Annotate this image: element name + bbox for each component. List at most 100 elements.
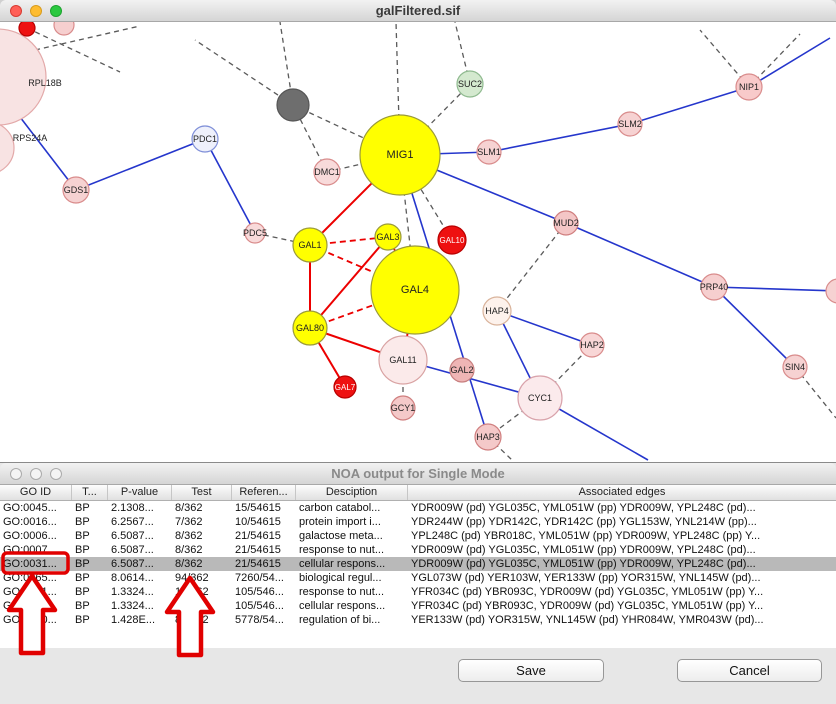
node-GAL7[interactable]: GAL7: [333, 375, 357, 399]
network-edge-pd[interactable]: [194, 39, 294, 106]
close-icon[interactable]: [10, 5, 22, 17]
cell: biological regul...: [299, 572, 382, 584]
node-unlabeled[interactable]: [276, 88, 310, 122]
column-header-p-value[interactable]: P-value: [108, 485, 172, 500]
node-GDS1[interactable]: GDS1: [62, 176, 90, 204]
cell: BP: [75, 516, 90, 528]
column-header-associated-edges[interactable]: Associated edges: [578, 486, 666, 498]
network-edge-pd[interactable]: [496, 222, 567, 312]
node-HAP4[interactable]: HAP4: [482, 296, 512, 326]
svg-text:GAL10: GAL10: [440, 236, 465, 245]
network-edge-pd[interactable]: [399, 83, 471, 156]
cell: 8.0614...: [111, 572, 154, 584]
node-MUD2[interactable]: MUD2: [553, 210, 579, 236]
node-GAL4[interactable]: GAL4: [370, 245, 460, 335]
node-unlabeled[interactable]: [53, 14, 75, 36]
column-header-test[interactable]: Test: [172, 485, 232, 500]
column-header-referen-[interactable]: Referen...: [232, 485, 296, 500]
network-edge-pp[interactable]: [713, 286, 836, 292]
node-SUC2[interactable]: SUC2: [456, 70, 484, 98]
node-PDC5[interactable]: PDC5: [243, 222, 267, 244]
svg-text:SUC2: SUC2: [458, 79, 482, 89]
node-unlabeled[interactable]: [0, 28, 47, 126]
network-window-titlebar[interactable]: galFiltered.sif: [0, 0, 836, 22]
cell: 21/54615: [235, 558, 281, 570]
cell: 6.5087...: [111, 558, 154, 570]
cell: 94/362: [175, 572, 209, 584]
node-unlabeled[interactable]: [18, 19, 36, 37]
svg-text:CYC1: CYC1: [528, 393, 552, 403]
cell: 8/362: [175, 530, 203, 542]
cell: GO:0065...: [3, 572, 57, 584]
node-SLM1[interactable]: SLM1: [476, 139, 502, 165]
cell: GO:0050...: [3, 614, 57, 626]
network-edge-pp[interactable]: [748, 37, 831, 88]
network-edge-pp[interactable]: [565, 222, 715, 288]
zoom-icon[interactable]: [50, 5, 62, 17]
node-GAL80[interactable]: GAL80: [292, 310, 328, 346]
node-HAP2[interactable]: HAP2: [579, 332, 605, 358]
svg-text:NIP1: NIP1: [739, 82, 759, 92]
node-GAL1[interactable]: GAL1: [292, 227, 328, 263]
svg-text:PDC5: PDC5: [243, 228, 267, 238]
network-edge-pp[interactable]: [75, 138, 206, 191]
network-edge-pp[interactable]: [713, 286, 796, 368]
network-edge-pp[interactable]: [488, 123, 631, 153]
network-edge-pp[interactable]: [204, 138, 256, 234]
save-button[interactable]: Save: [458, 659, 604, 682]
cell: 105/546...: [235, 600, 284, 612]
node-GAL2[interactable]: GAL2: [449, 357, 475, 383]
node-NIP1[interactable]: NIP1: [735, 73, 763, 101]
svg-text:GAL7: GAL7: [335, 383, 356, 392]
network-edge-pp[interactable]: [19, 116, 77, 191]
cancel-button[interactable]: Cancel: [677, 659, 822, 682]
node-GAL10[interactable]: GAL10: [437, 225, 467, 255]
network-edge-red[interactable]: [309, 236, 389, 329]
node-HAP3[interactable]: HAP3: [474, 423, 502, 451]
column-header-desciption[interactable]: Desciption: [296, 485, 408, 500]
network-edge-pd[interactable]: [292, 104, 401, 156]
network-edge-pp[interactable]: [629, 86, 750, 125]
zoom-icon[interactable]: [50, 468, 62, 480]
node-MIG1[interactable]: MIG1: [359, 114, 441, 196]
network-edge-pd[interactable]: [0, 25, 141, 59]
node-GAL11[interactable]: GAL11: [378, 335, 428, 385]
close-icon[interactable]: [10, 468, 22, 480]
node-unlabeled[interactable]: [825, 278, 836, 304]
cell: 1.3324...: [111, 586, 154, 598]
column-header-t-[interactable]: T...: [72, 485, 108, 500]
noa-window-titlebar[interactable]: NOA output for Single Mode: [0, 463, 836, 485]
minimize-icon[interactable]: [30, 468, 42, 480]
node-SLM2[interactable]: SLM2: [617, 111, 643, 137]
cell: 8/362: [175, 558, 203, 570]
svg-text:PRP40: PRP40: [700, 282, 729, 292]
node-PDC1[interactable]: PDC1: [191, 125, 219, 153]
column-header-go-id[interactable]: GO ID: [0, 485, 72, 500]
node-DMC1[interactable]: DMC1: [313, 158, 341, 186]
network-edge-pd[interactable]: [26, 27, 121, 73]
network-edge-pp[interactable]: [496, 310, 593, 346]
cell: cellular respons...: [299, 558, 386, 570]
cell: GO:0031...: [3, 600, 57, 612]
node-unlabeled[interactable]: [0, 122, 15, 174]
node-GCY1[interactable]: GCY1: [390, 395, 416, 421]
node-PRP40[interactable]: PRP40: [700, 273, 729, 301]
cell: GO:0031...: [3, 586, 57, 598]
network-edge-pd[interactable]: [487, 436, 513, 461]
node-GAL3[interactable]: GAL3: [374, 223, 402, 251]
node-SIN4[interactable]: SIN4: [782, 354, 808, 380]
minimize-icon[interactable]: [30, 5, 42, 17]
cell: 14/362: [175, 586, 209, 598]
node-CYC1[interactable]: CYC1: [517, 375, 563, 421]
